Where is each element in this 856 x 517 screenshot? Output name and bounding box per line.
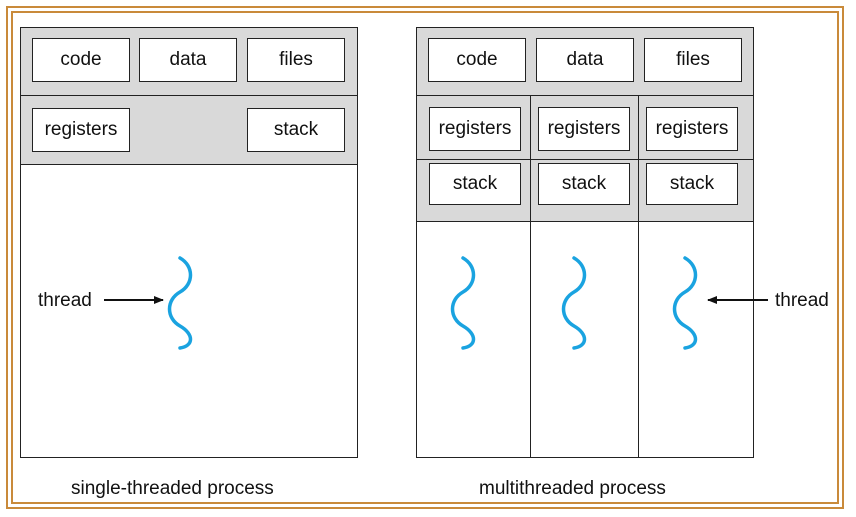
single-files-box: files xyxy=(247,38,345,82)
single-thread-squiggle xyxy=(167,256,193,350)
multi-registers-box-2: registers xyxy=(538,107,630,151)
multi-registers-box-3: registers xyxy=(646,107,738,151)
single-data-box: data xyxy=(139,38,237,82)
single-registers-box: registers xyxy=(32,108,130,152)
single-code-box: code xyxy=(32,38,130,82)
multi-thread-squiggle-2 xyxy=(561,256,587,350)
multi-thread-label: thread xyxy=(775,290,829,311)
multithreaded-caption: multithreaded process xyxy=(479,478,666,499)
multi-thread-squiggle-1 xyxy=(450,256,476,350)
multi-files-box: files xyxy=(644,38,742,82)
multi-stack-box-3: stack xyxy=(646,163,738,205)
multi-thread-divider-1 xyxy=(530,96,531,457)
multi-thread-squiggle-3 xyxy=(672,256,698,350)
multi-registers-box-1: registers xyxy=(429,107,521,151)
single-thread-label: thread xyxy=(38,290,92,311)
single-threaded-caption: single-threaded process xyxy=(71,478,274,499)
single-stack-box: stack xyxy=(247,108,345,152)
inner-frame xyxy=(11,11,839,504)
outer-frame xyxy=(6,6,844,509)
multi-data-box: data xyxy=(536,38,634,82)
multi-code-box: code xyxy=(428,38,526,82)
multi-stack-box-2: stack xyxy=(538,163,630,205)
multi-stack-box-1: stack xyxy=(429,163,521,205)
multi-thread-divider-2 xyxy=(638,96,639,457)
